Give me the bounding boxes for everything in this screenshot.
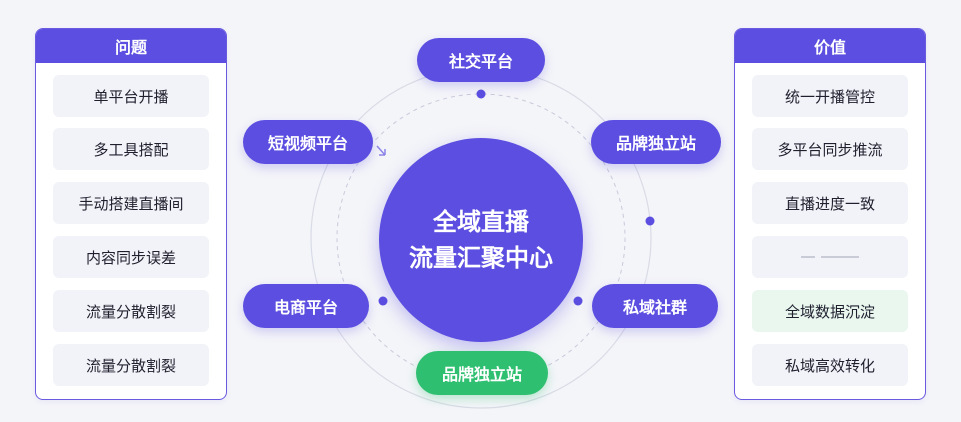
value-item-highlighted: 全域数据沉淀 [752,290,908,332]
hub-title-line1: 全域直播 [433,208,529,236]
node-social-platform: 社交平台 [417,38,545,82]
orbit-dot [378,296,388,306]
hub-circle: 全域直播 流量汇聚中心 [379,138,583,342]
problem-item: 内容同步误差 [53,236,209,278]
problem-item: 手动搭建直播间 [53,182,209,224]
problems-panel-title: 问题 [36,29,226,63]
value-item: 多平台同步推流 [752,128,908,170]
problem-item: 流量分散割裂 [53,344,209,386]
node-ecommerce-platform: 电商平台 [243,284,369,328]
value-item: 统一开播管控 [752,75,908,117]
problem-item: 多工具搭配 [53,128,209,170]
problem-item: 流量分散割裂 [53,290,209,332]
value-item-placeholder [752,236,908,278]
value-panel-title: 价值 [735,29,925,63]
orbit-dot [645,216,655,226]
orbit-dot [476,89,486,99]
value-item: 直播进度一致 [752,182,908,224]
problems-panel: 问题 单平台开播 多工具搭配 手动搭建直播间 内容同步误差 流量分散割裂 流量分… [35,28,227,400]
problem-item: 单平台开播 [53,75,209,117]
orbit-dot [573,296,583,306]
node-brand-site-top: 品牌独立站 [591,120,721,164]
node-brand-site-bottom: 品牌独立站 [416,351,548,395]
arrow-icon [376,145,386,156]
value-item: 私域高效转化 [752,344,908,386]
node-private-community: 私域社群 [592,284,718,328]
hub-title-line2: 流量汇聚中心 [409,244,553,272]
node-short-video-platform: 短视频平台 [243,120,373,164]
placeholder-lines [801,256,859,258]
value-panel: 价值 统一开播管控 多平台同步推流 直播进度一致 全域数据沉淀 私域高效转化 [734,28,926,400]
